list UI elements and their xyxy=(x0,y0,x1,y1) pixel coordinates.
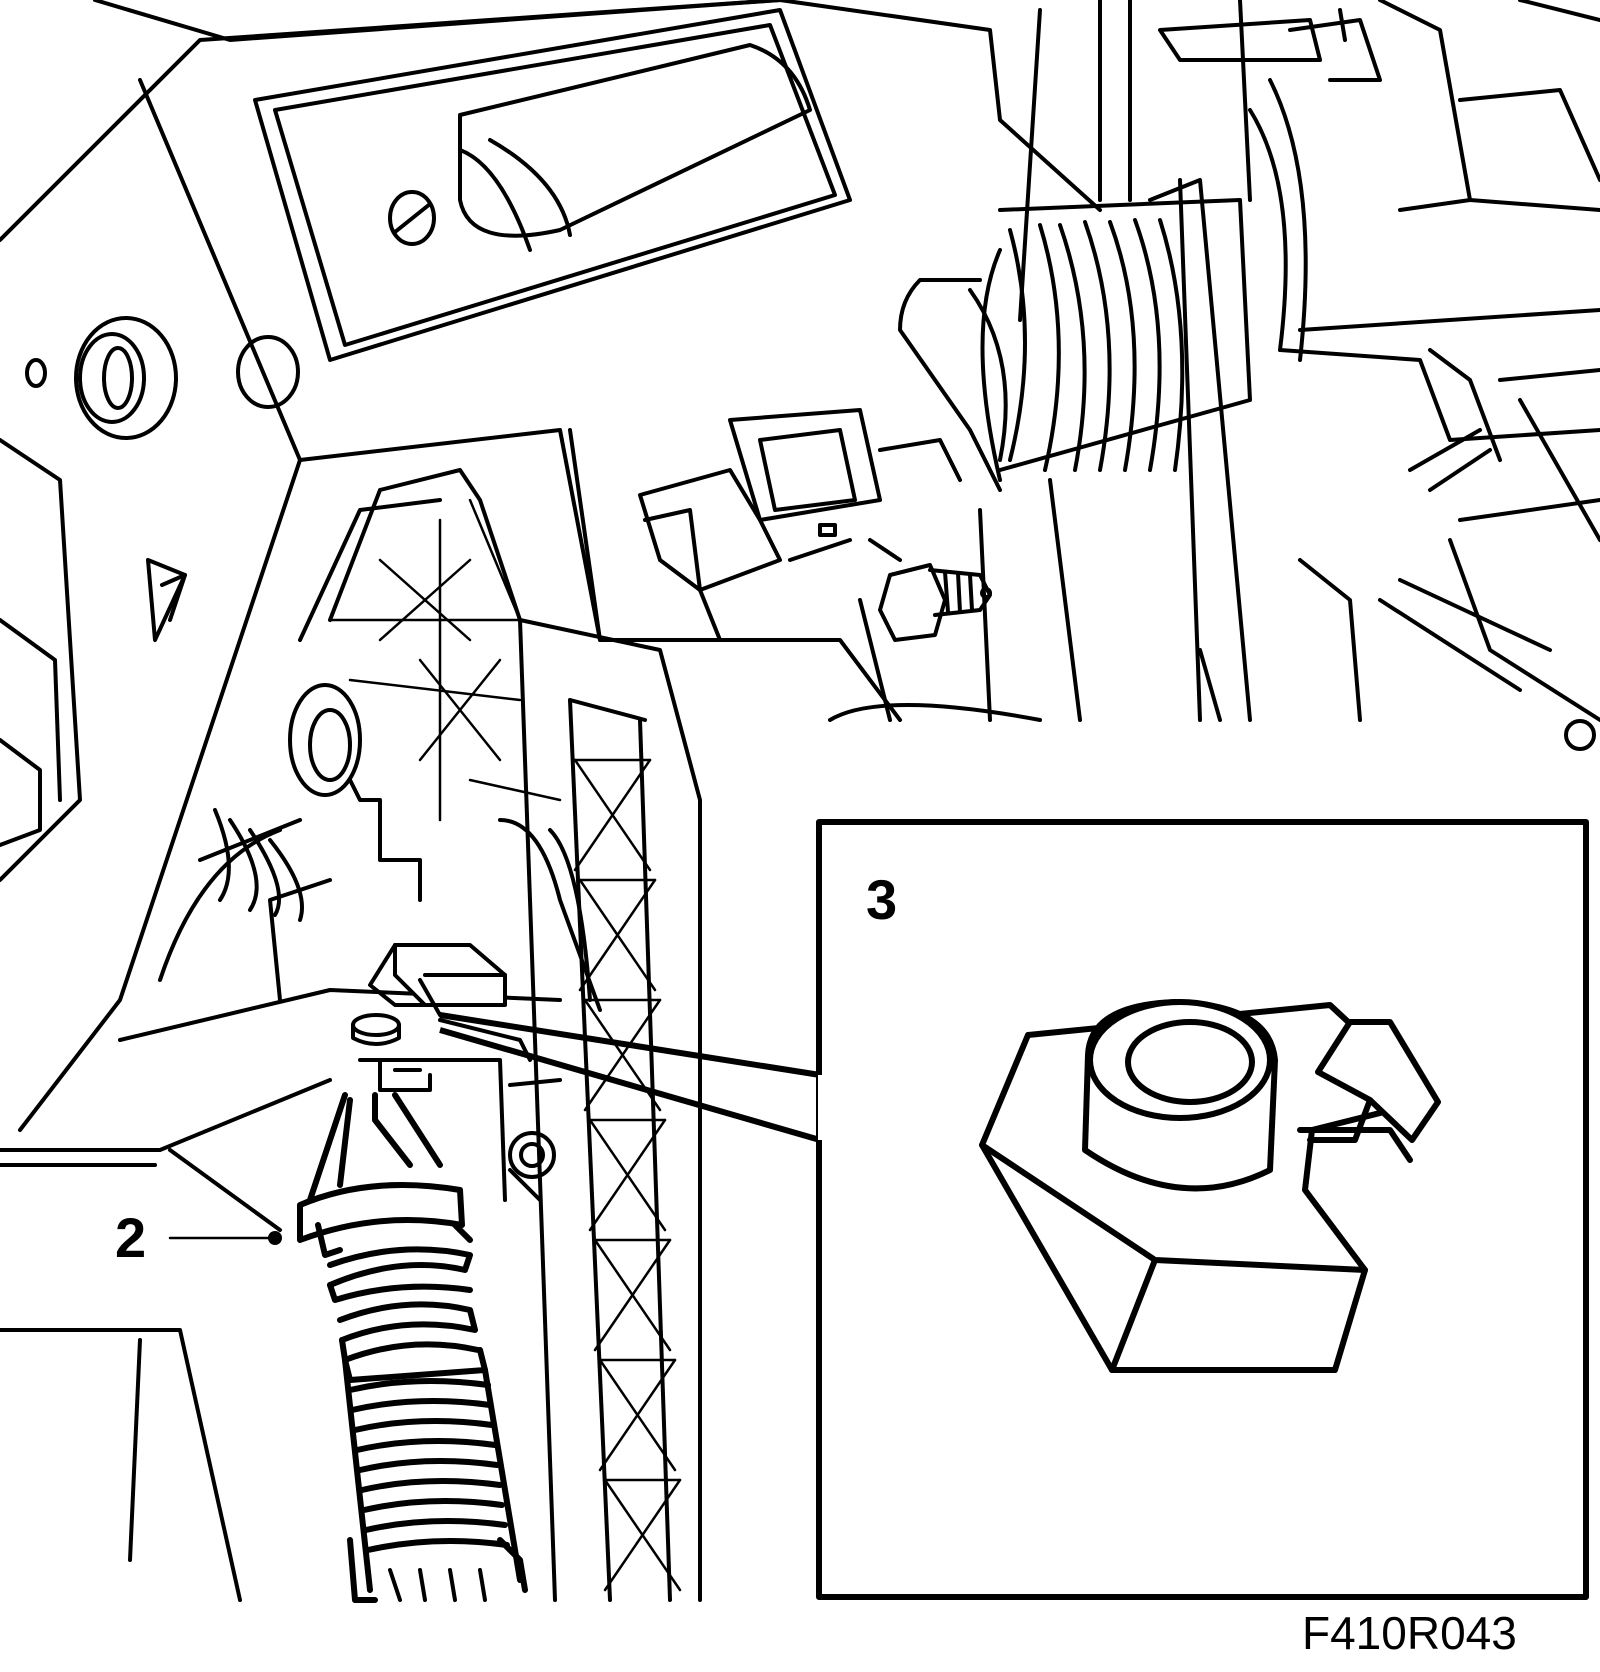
pedal-roller xyxy=(508,1078,562,1202)
pivot-bushing xyxy=(25,316,178,440)
clip-and-sleeve xyxy=(297,1092,528,1603)
figure-code: F410R043 xyxy=(1302,1607,1517,1659)
callout-label-2: 2 xyxy=(115,1206,147,1269)
pedal-pivot xyxy=(158,683,422,1002)
switch-mount xyxy=(351,943,532,1202)
callout-label-3: 3 xyxy=(866,868,898,931)
brake-switch-connector xyxy=(638,408,962,642)
upper-right-components xyxy=(1158,0,1600,751)
leader-line-2 xyxy=(168,1231,282,1245)
triangle-marker xyxy=(146,558,187,642)
mounting-plate xyxy=(236,8,852,409)
adjusting-nut-bolt xyxy=(828,538,1042,722)
pedal-arm xyxy=(298,468,702,1602)
actuator-with-bellows xyxy=(898,0,1252,722)
detail-inset xyxy=(439,819,1589,1600)
switch-cap-detail xyxy=(979,999,1441,1373)
background-edges xyxy=(568,428,1222,722)
pedal-bracket-housing xyxy=(0,0,1102,1602)
